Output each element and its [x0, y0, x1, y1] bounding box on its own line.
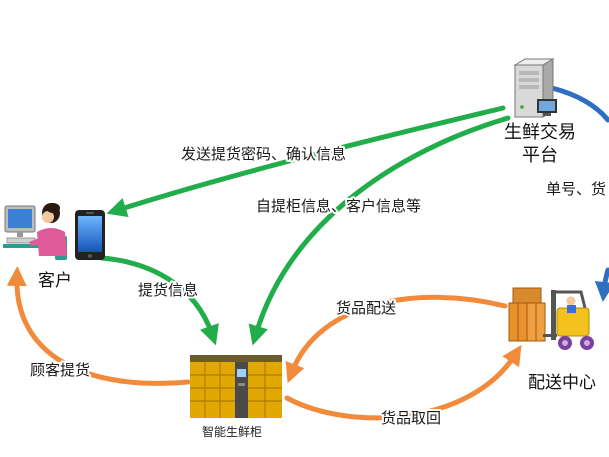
forklift-icon	[508, 287, 594, 350]
arrow-locker-to-center	[284, 344, 522, 421]
platform-label-line2: 平台	[522, 145, 558, 166]
customer-computer-icon	[3, 203, 67, 260]
label-locker-to-center: 货品取回	[381, 409, 441, 427]
mobile-phone-icon	[75, 210, 105, 260]
smart-locker-icon	[190, 355, 282, 418]
arrow-platform-to-customer	[106, 105, 506, 218]
label-locker-to-customer: 顾客提货	[30, 361, 90, 379]
delivery-center-label: 配送中心	[528, 373, 596, 393]
platform-label-line1: 生鲜交易	[504, 122, 576, 143]
arrow-platform-outgoing	[549, 85, 609, 123]
label-center-to-locker: 货品配送	[336, 299, 396, 317]
arrow-into-delivery-center	[594, 267, 609, 302]
customer-label: 客户	[38, 271, 72, 291]
arrow-platform-to-locker	[248, 115, 511, 346]
label-platform-to-customer: 发送提货密码、确认信息	[181, 145, 346, 163]
label-customer-to-locker: 提货信息	[138, 281, 198, 299]
flow-arrows	[6, 85, 609, 421]
arrow-customer-to-locker	[99, 255, 219, 346]
arrow-center-to-locker	[285, 294, 508, 384]
server-icon	[513, 58, 557, 118]
arrow-locker-to-customer	[6, 266, 191, 386]
locker-label: 智能生鲜柜	[202, 424, 262, 439]
platform-outgoing-label: 单号、货	[546, 180, 606, 198]
label-platform-to-locker: 自提柜信息、客户信息等	[256, 197, 421, 215]
